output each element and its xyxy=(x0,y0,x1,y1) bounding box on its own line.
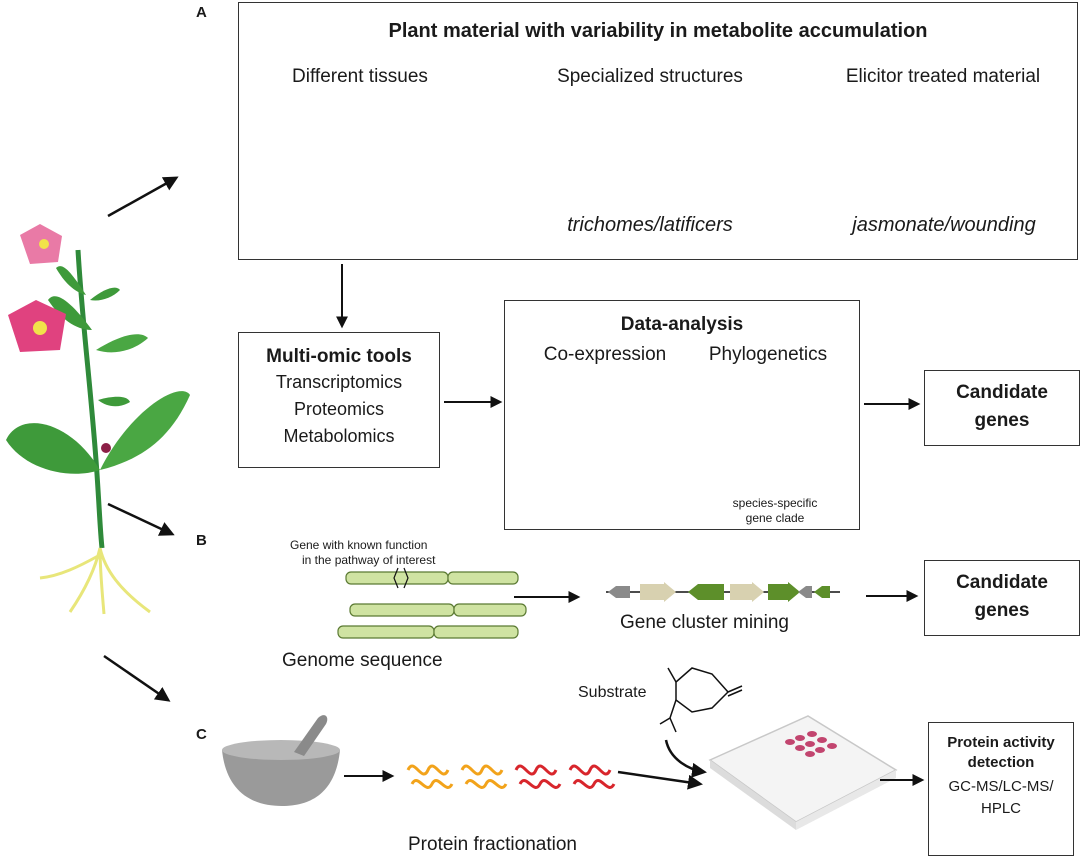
analysis-box xyxy=(504,300,860,530)
category-elicitor-label: Elicitor treated material xyxy=(845,66,1041,87)
panel-c-letter: C xyxy=(196,726,207,743)
candidate-box-b xyxy=(924,560,1080,636)
phylogenetics-label: Phylogenetics xyxy=(708,344,828,365)
detection-line4: HPLC xyxy=(980,800,1021,817)
category-tissues-label: Different tissues xyxy=(292,66,428,87)
detection-line1: Protein activity xyxy=(947,734,1055,751)
leaf-icon xyxy=(100,391,190,470)
detection-line3: GC-MS/LC-MS/ xyxy=(948,778,1054,795)
multiomic-item-transcriptomics: Transcriptomics xyxy=(275,372,403,392)
arrow-to-panel-a xyxy=(107,176,179,218)
plant-illustration xyxy=(6,224,190,615)
well-plate-icon xyxy=(708,715,898,830)
clade-note-line1: species-specific xyxy=(732,496,818,510)
detection-line2: detection xyxy=(967,754,1035,771)
category-structures-label: Specialized structures xyxy=(557,66,743,87)
coexpression-label: Co-expression xyxy=(543,344,667,365)
gene-cluster-label: Gene cluster mining xyxy=(620,612,789,633)
candidate-box-a xyxy=(924,370,1080,446)
mortar-pestle-icon xyxy=(222,715,340,806)
arrow-to-plate xyxy=(617,770,703,790)
arrow-to-panel-c xyxy=(103,654,171,702)
multiomic-box xyxy=(238,332,440,468)
leaf-icon xyxy=(6,423,100,474)
substrate-label: Substrate xyxy=(578,684,647,701)
leaf-icon xyxy=(90,287,120,301)
substrate-molecule-icon xyxy=(659,667,743,733)
gene-cluster-illustration xyxy=(606,582,840,602)
fractionation-label: Protein fractionation xyxy=(408,834,577,855)
genome-sequence-illustration xyxy=(337,567,527,639)
gene-note-line1: Gene with known function xyxy=(290,538,428,552)
category-elicitor-caption: jasmonate/wounding xyxy=(852,214,1036,236)
leaf-icon xyxy=(98,396,130,407)
panel-a-box xyxy=(238,2,1078,260)
leaf-icon xyxy=(96,334,148,353)
candidate-b-line2: genes xyxy=(974,600,1030,621)
panel-b-letter: B xyxy=(196,532,207,549)
arrow-to-panel-b xyxy=(107,502,175,536)
multiomic-item-proteomics: Proteomics xyxy=(293,399,385,419)
protein-fractions xyxy=(406,764,616,789)
multiomic-item-metabolomics: Metabolomics xyxy=(283,426,395,446)
detection-box xyxy=(928,722,1074,856)
candidate-a-line2: genes xyxy=(974,410,1030,431)
panel-a-letter: A xyxy=(196,4,207,21)
candidate-a-line1: Candidate xyxy=(956,382,1048,403)
clade-note-line2: gene clade xyxy=(745,511,805,525)
candidate-b-line1: Candidate xyxy=(956,572,1048,593)
multiomic-title: Multi-omic tools xyxy=(266,346,412,367)
arrow-substrate xyxy=(664,739,707,778)
category-structures-caption: trichomes/latificers xyxy=(567,214,733,236)
leaf-icon xyxy=(48,296,92,330)
panel-a-title: Plant material with variability in metab… xyxy=(388,20,928,42)
genome-sequence-label: Genome sequence xyxy=(282,650,443,671)
analysis-title: Data-analysis xyxy=(620,314,744,335)
gene-note-line2: in the pathway of interest xyxy=(302,553,436,567)
leaf-icon xyxy=(56,266,86,295)
